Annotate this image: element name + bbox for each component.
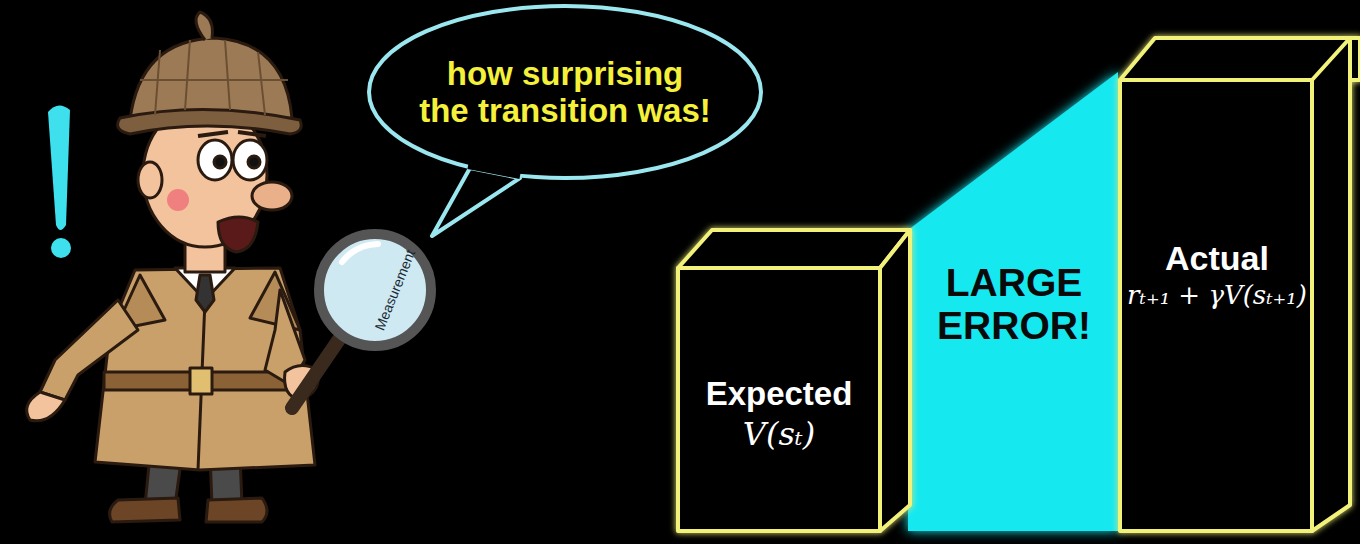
error-region [908, 72, 1118, 531]
actual-box: Actualrₜ₊₁ + γV(sₜ₊₁) [1124, 195, 1310, 355]
node-heading: how surprising the transition was! [385, 56, 745, 130]
detective-figure [27, 12, 319, 522]
exclamation-symbol [48, 105, 71, 258]
expected-bar [678, 230, 910, 531]
error-region: LARGE ERROR! [914, 235, 1114, 375]
expected-box: ExpectedV(sₜ) [682, 340, 876, 490]
actual-bar [1120, 38, 1360, 531]
node-formula: V(sₜ) [743, 414, 815, 456]
node-formula: rₜ₊₁ + γV(sₜ₊₁) [1127, 279, 1307, 313]
speech-bubble [369, 6, 761, 236]
node-heading: Expected [706, 374, 853, 414]
magnifying-glass [292, 234, 431, 408]
speech-bubble-text: how surprising the transition was! [385, 20, 745, 165]
node-heading: Actual [1165, 237, 1269, 280]
node-heading: LARGE ERROR! [914, 262, 1114, 348]
